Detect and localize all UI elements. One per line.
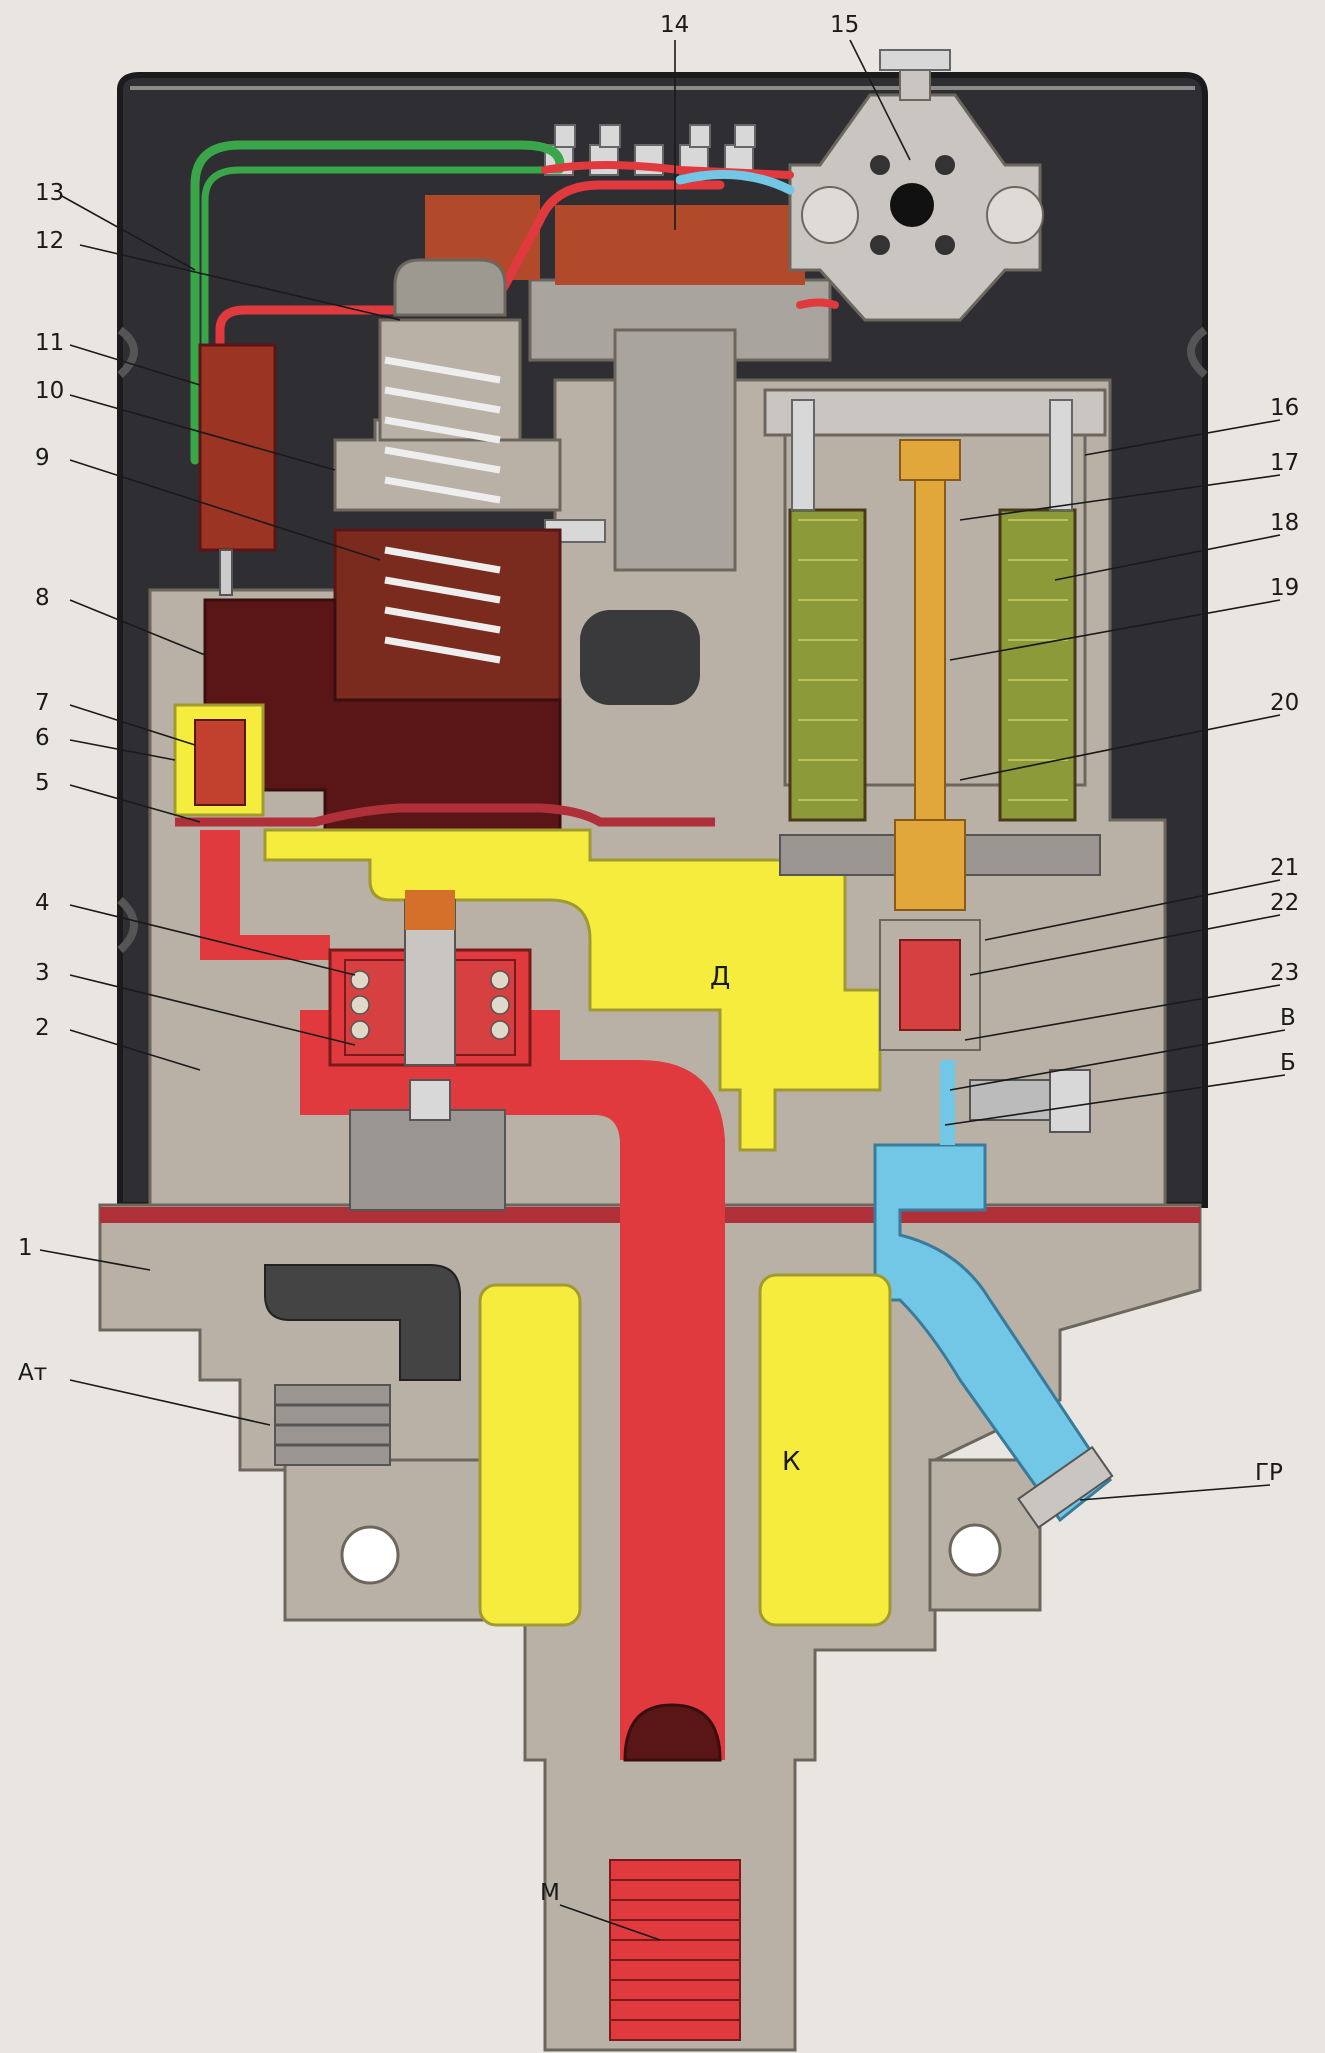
side-chamber <box>580 610 700 705</box>
label-gr: ГР <box>1255 1460 1283 1486</box>
label-3: 3 <box>35 960 50 986</box>
zone-label-d: Д <box>710 962 730 992</box>
label-12: 12 <box>35 228 64 254</box>
label-15: 15 <box>830 12 859 38</box>
label-m: М <box>540 1880 560 1906</box>
label-16: 16 <box>1270 395 1299 421</box>
yellow-cavity-right <box>758 1273 892 1627</box>
label-1: 1 <box>18 1235 33 1261</box>
label-v: В <box>1280 1005 1296 1031</box>
filter-plug <box>1016 1445 1114 1529</box>
label-13: 13 <box>35 180 64 206</box>
label-9: 9 <box>35 445 50 471</box>
terminal-block <box>425 124 832 572</box>
fitting-at <box>264 1264 461 1466</box>
label-at: Ат <box>18 1360 47 1386</box>
leader-lines <box>39 39 1286 1941</box>
red-air-channel-main <box>300 1010 725 1760</box>
label-7: 7 <box>35 690 50 716</box>
label-6: 6 <box>35 725 50 751</box>
label-21: 21 <box>1270 855 1299 881</box>
blue-channel-inner <box>940 1060 955 1145</box>
outlet-thread <box>609 1859 741 2041</box>
air-filter <box>623 1703 722 1762</box>
microswitch <box>198 343 277 552</box>
label-18: 18 <box>1270 510 1299 536</box>
label-22: 22 <box>1270 890 1299 916</box>
yellow-cavity-left <box>478 1283 582 1627</box>
label-23: 23 <box>1270 960 1299 986</box>
label-2: 2 <box>35 1015 50 1041</box>
outlet-thread-lines <box>610 1879 740 2021</box>
pilot-valve <box>194 719 246 806</box>
callout-labels: 13 12 11 10 9 8 7 6 5 4 3 2 1 Ат 14 15 1… <box>18 12 1299 1906</box>
label-10: 10 <box>35 378 64 404</box>
switch-pin <box>219 549 233 596</box>
top-flange <box>788 49 1044 322</box>
label-20: 20 <box>1270 690 1299 716</box>
label-5: 5 <box>35 770 50 796</box>
screw-nut <box>1049 1069 1091 1133</box>
blue-channel <box>873 1143 1113 1523</box>
label-19: 19 <box>1270 575 1299 601</box>
zone-label-k: К <box>782 1447 800 1477</box>
label-11: 11 <box>35 330 64 356</box>
check-valve <box>328 890 532 1211</box>
label-17: 17 <box>1270 450 1299 476</box>
label-4: 4 <box>35 890 50 916</box>
label-14: 14 <box>660 12 689 38</box>
red-air-channel <box>200 830 330 960</box>
label-b: Б <box>1280 1050 1296 1076</box>
solenoid-assembly <box>763 388 1107 1051</box>
diaphragm <box>175 803 715 827</box>
label-8: 8 <box>35 585 50 611</box>
